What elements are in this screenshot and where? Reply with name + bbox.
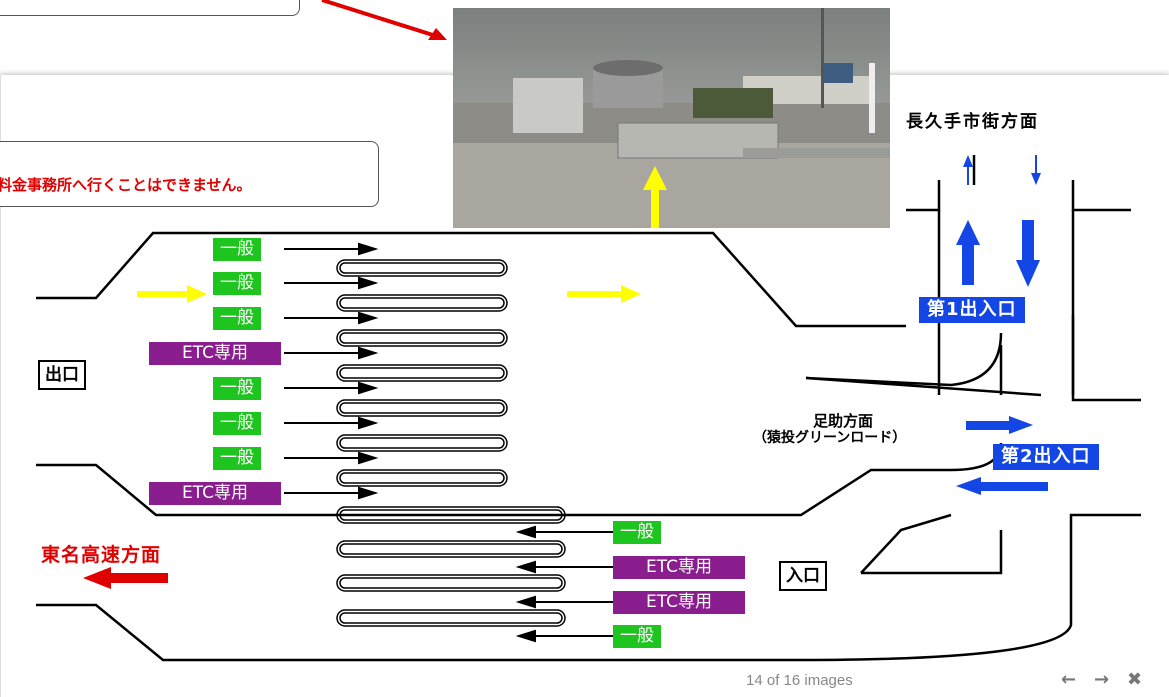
top-callout-box [0,0,300,16]
exit-lane-sign: 一般 [213,307,261,330]
road-merge [805,332,1042,397]
street-photo-illustration [453,8,890,228]
exit-lane-sign: ETC専用 [149,342,281,365]
direction-label-ashisuke: 足助方面 [813,412,874,430]
exit-lane-arrows [284,242,379,500]
entrance-label: 入口 [779,561,827,591]
arrow-right-icon[interactable]: → [1094,669,1110,690]
gate1-label: 第1出入口 [919,297,1025,323]
exit-lane-sign: ETC専用 [149,482,281,505]
exit-lane-sign: 一般 [213,272,261,295]
road-right-lane-lower [1071,315,1141,402]
interchange-diagram [36,155,1141,662]
blue-direction-arrows [956,155,1048,495]
exit-lane-sign: 一般 [213,238,261,261]
gate2-label: 第2出入口 [993,444,1099,470]
exit-label: 出口 [38,360,86,390]
road-city-right [1071,180,1131,212]
image-counter: 14 of 16 images [746,672,853,689]
entry-lane-sign: 一般 [613,521,661,544]
direction-label-nagakute: 長久手市街方面 [906,112,1039,132]
warning-callout: 料金事務所へ行くことはできません。 [0,141,379,207]
exit-lane-sign: 一般 [213,377,261,400]
road-entrance [861,530,1003,575]
warning-text: 料金事務所へ行くことはできません。 [0,176,252,194]
exit-lane-sign: 一般 [213,412,261,435]
exit-lane-sign: 一般 [213,447,261,470]
road-edge-top [36,231,906,328]
toll-islands [336,259,566,627]
arrow-left-icon[interactable]: ← [1061,669,1077,690]
street-photo [453,8,890,228]
yellow-highlight-arrows [137,285,641,303]
direction-label-ashisuke-sub: （猿投グリーンロード） [753,430,907,446]
red-tomei-arrow [83,567,168,589]
entry-lane-arrows [515,525,613,643]
entry-lane-sign: ETC専用 [613,556,745,579]
road-city-left [906,180,941,212]
entry-lane-sign: ETC専用 [613,591,745,614]
direction-label-tomei: 東名高速方面 [41,544,162,566]
red-pointer-arrow [321,0,447,40]
entry-lane-sign: 一般 [613,625,661,648]
close-icon[interactable]: ✖ [1127,669,1143,690]
road-entrance-ramp [860,513,952,574]
road-edge-bottom [36,513,1141,662]
